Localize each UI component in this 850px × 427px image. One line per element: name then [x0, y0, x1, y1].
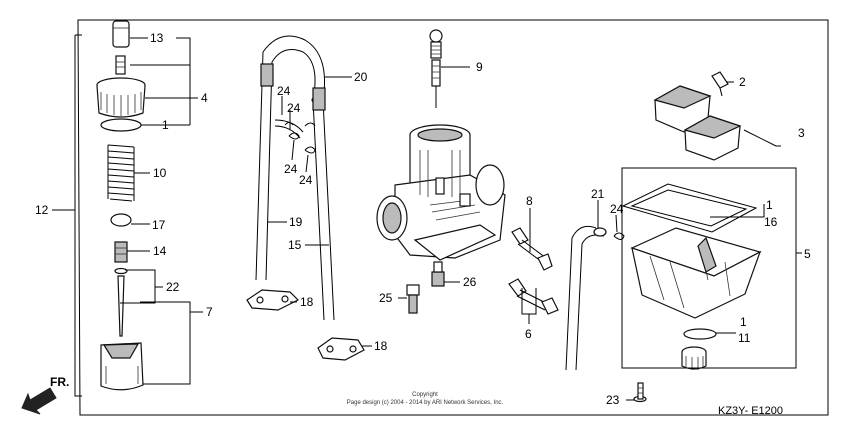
tube-clip[interactable]: [613, 232, 625, 240]
callout-26: 26: [463, 275, 477, 289]
callout-1: 1: [162, 118, 169, 132]
callout-18: 18: [374, 339, 388, 353]
callout-24: 24: [287, 101, 301, 115]
callout-2: 2: [739, 75, 746, 89]
callout-10: 10: [153, 166, 167, 180]
callout-5: 5: [804, 247, 811, 261]
callout-6: 6: [525, 327, 532, 341]
air-screw-set[interactable]: [511, 227, 553, 271]
breather-tube[interactable]: [255, 35, 335, 321]
diagram-frame: [77, 19, 829, 416]
callout-4: 4: [201, 91, 208, 105]
right-callout-lines: [597, 81, 802, 401]
drain-o-ring[interactable]: [683, 328, 717, 340]
callout-24: 24: [277, 84, 291, 98]
carburetor-body[interactable]: [376, 124, 506, 261]
callout-24: 24: [610, 202, 624, 216]
callout-16: 16: [764, 215, 778, 229]
copyright-line-1: Copyright: [412, 392, 438, 398]
callout-25: 25: [379, 291, 393, 305]
callout-numbers: 13 4 1 10 12 17 14 22 7 20 24 24 24 24 1…: [35, 31, 811, 407]
callout-7: 7: [206, 305, 213, 319]
throttle-valve-slide[interactable]: [100, 342, 144, 391]
hose-guide-plate-lower[interactable]: [317, 337, 365, 361]
left-callout-lines: [52, 34, 203, 397]
throttle-spring[interactable]: [107, 144, 135, 202]
callout-14: 14: [153, 244, 167, 258]
diagram-code: KZ3Y- E1200: [718, 405, 783, 417]
bowl-screw[interactable]: [633, 382, 647, 403]
front-direction-arrow: FR.: [21, 375, 69, 415]
callout-12: 12: [35, 203, 49, 217]
main-jet[interactable]: [406, 284, 420, 314]
hose-clips[interactable]: [284, 122, 316, 154]
carb-callout-lines: [398, 66, 537, 324]
float[interactable]: [653, 85, 777, 161]
callout-23: 23: [606, 393, 620, 407]
callout-11: 11: [738, 331, 751, 345]
callout-9: 9: [476, 60, 483, 74]
needle-jet-adjuster[interactable]: [429, 29, 443, 108]
footer: Copyright Page design (c) 2004 - 2014 by…: [347, 392, 783, 417]
callout-24: 24: [284, 162, 298, 176]
copyright-line-2: Page design (c) 2004 - 2014 by ARI Netwo…: [347, 400, 504, 406]
front-direction-label: FR.: [50, 375, 69, 389]
float-chamber[interactable]: [630, 227, 762, 319]
callout-8: 8: [526, 194, 533, 208]
callout-22: 22: [166, 280, 180, 294]
callout-1: 1: [740, 315, 747, 329]
hose-callout-lines: [268, 76, 372, 347]
callout-18: 18: [300, 295, 314, 309]
throttle-stop-screw-set[interactable]: [508, 278, 559, 315]
hose-guide-plate-upper[interactable]: [246, 289, 300, 311]
throttle-top-cap[interactable]: [96, 20, 146, 132]
callout-15: 15: [288, 238, 302, 252]
drain-plug[interactable]: [681, 346, 707, 370]
callout-19: 19: [289, 215, 303, 229]
callout-3: 3: [798, 126, 805, 140]
callout-24: 24: [299, 173, 313, 187]
callout-1: 1: [766, 198, 773, 212]
callout-21: 21: [591, 187, 605, 201]
callout-13: 13: [150, 31, 164, 45]
callout-20: 20: [354, 70, 368, 84]
needle-clip-and-holder[interactable]: [110, 213, 132, 337]
float-valve[interactable]: [711, 71, 729, 97]
callout-17: 17: [152, 218, 166, 232]
float-chamber-gasket[interactable]: [621, 183, 758, 233]
slow-jet[interactable]: [431, 261, 445, 287]
overflow-tube[interactable]: [565, 225, 607, 371]
